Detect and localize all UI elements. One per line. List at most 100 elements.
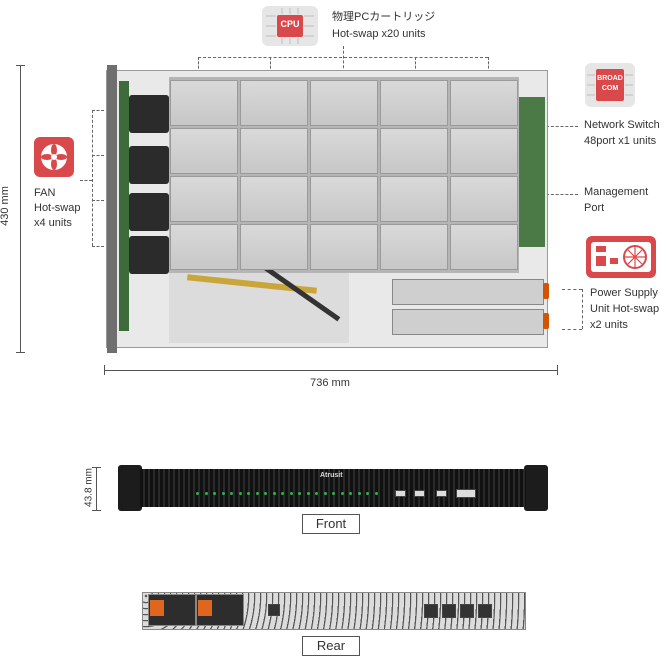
rear-psu-handle [150,600,164,616]
power-supply-unit [392,279,544,305]
pc-cartridge-slot [240,80,308,126]
cpu-chip-icon: CPU [262,6,318,46]
cpu-bracket-tick [415,57,416,73]
psu-label-1: Power Supply [590,287,658,299]
front-status-led [281,492,284,495]
rear-network-port [478,604,492,618]
width-dimension-cap [104,365,105,375]
front-vga-port [456,489,476,498]
width-dimension-line [104,370,557,371]
pc-cartridge-slot [310,176,378,222]
height-dimension-cap [16,352,25,353]
fan-icon [34,137,74,177]
pc-cartridge-slot [380,80,448,126]
management-port-label: Management [584,186,649,198]
cpu-chip-graphic [266,8,314,44]
network-switch-label: Network Switch [584,119,660,131]
fan-bracket-tick [92,110,104,111]
rear-management-port [268,604,280,616]
front-rack-ear-left [118,465,142,511]
front-status-led [349,492,352,495]
pc-cartridge-slot [310,80,378,126]
psu-label-3: x2 units [590,319,628,331]
front-status-led [315,492,318,495]
pc-cartridge-slot [170,224,238,270]
psu-bracket-top [562,289,582,290]
front-status-led [255,492,259,495]
cpu-bracket-tick [343,46,344,73]
front-bezel-strip [107,65,117,353]
front-rack-ear-right [524,465,548,511]
pc-cartridge-slot [170,128,238,174]
fan-unit [129,236,169,274]
fan-unit [129,193,169,231]
front-status-led [230,492,233,495]
front-brand-text: Atrusit [320,472,343,479]
front-status-led [238,492,242,495]
pc-cartridge-slot [450,128,518,174]
fan-bracket-tick [92,200,104,201]
pc-cartridge-slot [240,176,308,222]
front-status-led [374,492,378,495]
width-dimension-cap [557,365,558,375]
rear-caption: Rear [302,636,360,656]
network-switch-sub-label: 48port x1 units [584,135,657,147]
front-height-label: 43.8 mm [83,468,95,507]
fan-bracket-tick [92,155,104,156]
power-supply-graphic [591,242,651,272]
mgmt-pointer-line [546,194,578,195]
fan-label-3: x4 units [34,217,72,229]
front-usb-port [436,490,447,497]
front-status-led [213,492,216,495]
front-status-led [323,492,327,495]
psu-bracket-bottom [562,329,582,330]
fan-unit [129,95,169,133]
front-height-cap [92,467,101,468]
fan-label-1: FAN [34,187,56,199]
fan-graphic [41,144,67,170]
front-usb-port [414,490,425,497]
height-dimension-line [20,65,21,353]
broadcom-chip-icon: BROAD COM [585,63,635,107]
front-caption: Front [302,514,360,534]
pc-cartridge-slot [310,224,378,270]
width-dimension-label: 736 mm [310,377,350,389]
front-status-led [264,492,267,495]
front-height-cap [92,510,101,511]
front-usb-port [395,490,406,497]
pc-cartridge-slot [450,224,518,270]
broadcom-icon-text-1: BROAD [597,75,623,82]
height-dimension-cap [16,65,25,66]
psu-label-2: Unit Hot-swap [590,303,660,315]
front-panel [140,469,526,507]
psu-bracket [582,289,583,329]
switch-pointer-line [546,126,578,127]
front-status-led [196,492,199,495]
cpu-bracket-tick [198,57,199,73]
broadcom-chip-graphic [587,69,633,101]
power-supply-icon [586,236,656,278]
height-dimension-label: 430 mm [0,181,11,231]
psu-handle [543,283,549,299]
management-port-sub-label: Port [584,202,605,214]
network-switch-board [519,97,545,247]
power-supply-unit [392,309,544,335]
fan-bracket-tick [92,246,104,247]
cpu-icon-text: CPU [280,19,300,29]
fan-board [119,81,129,331]
fan-bracket-link [80,180,92,181]
front-status-led [221,492,225,495]
front-status-led [289,492,293,495]
front-height-line [96,467,97,511]
cpu-cartridge-label: 物理PCカートリッジ [332,11,436,23]
front-status-led [357,492,361,495]
front-status-led [340,492,344,495]
front-status-led [332,492,335,495]
pc-cartridge-slot [170,80,238,126]
front-status-led [306,492,310,495]
pc-cartridge-slot [240,224,308,270]
fan-bracket [92,110,93,246]
cpu-bracket-tick [488,57,489,73]
rear-psu-handle [198,600,212,616]
cpu-bracket-tick [270,57,271,73]
